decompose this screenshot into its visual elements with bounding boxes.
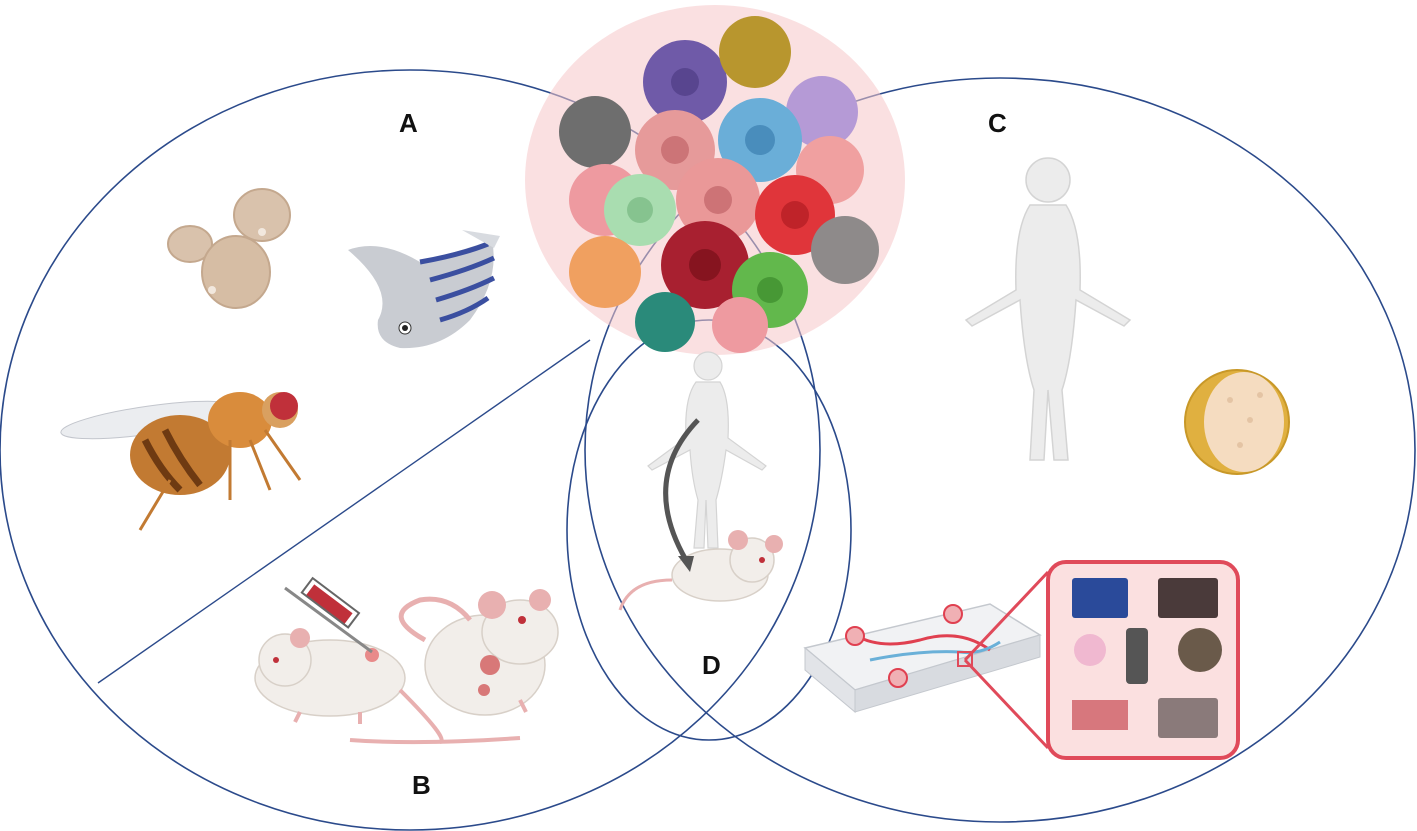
yeast-icon — [167, 188, 291, 309]
syringe-icon — [284, 576, 373, 654]
section-label-d: D — [702, 650, 721, 680]
circle-right — [584, 77, 1416, 823]
organoid-icon — [1184, 369, 1290, 475]
zebrafish-icon — [348, 230, 500, 349]
mouse-injection-icon — [254, 628, 444, 744]
fruit-fly-icon — [60, 392, 302, 531]
divider-line — [97, 339, 591, 684]
section-label-b: B — [412, 770, 431, 800]
mouse-with-tumors-icon — [349, 589, 559, 745]
human-body-icon — [964, 157, 1132, 461]
pdx-mouse-icon — [618, 351, 783, 611]
section-label-c: C — [988, 108, 1007, 138]
tumor-cell-cluster-icon — [525, 5, 905, 355]
section-label-a: A — [399, 108, 418, 138]
human-to-mouse-arrow-icon — [663, 418, 700, 572]
circle-left — [0, 69, 821, 831]
organ-on-chip-icon — [803, 560, 1240, 760]
